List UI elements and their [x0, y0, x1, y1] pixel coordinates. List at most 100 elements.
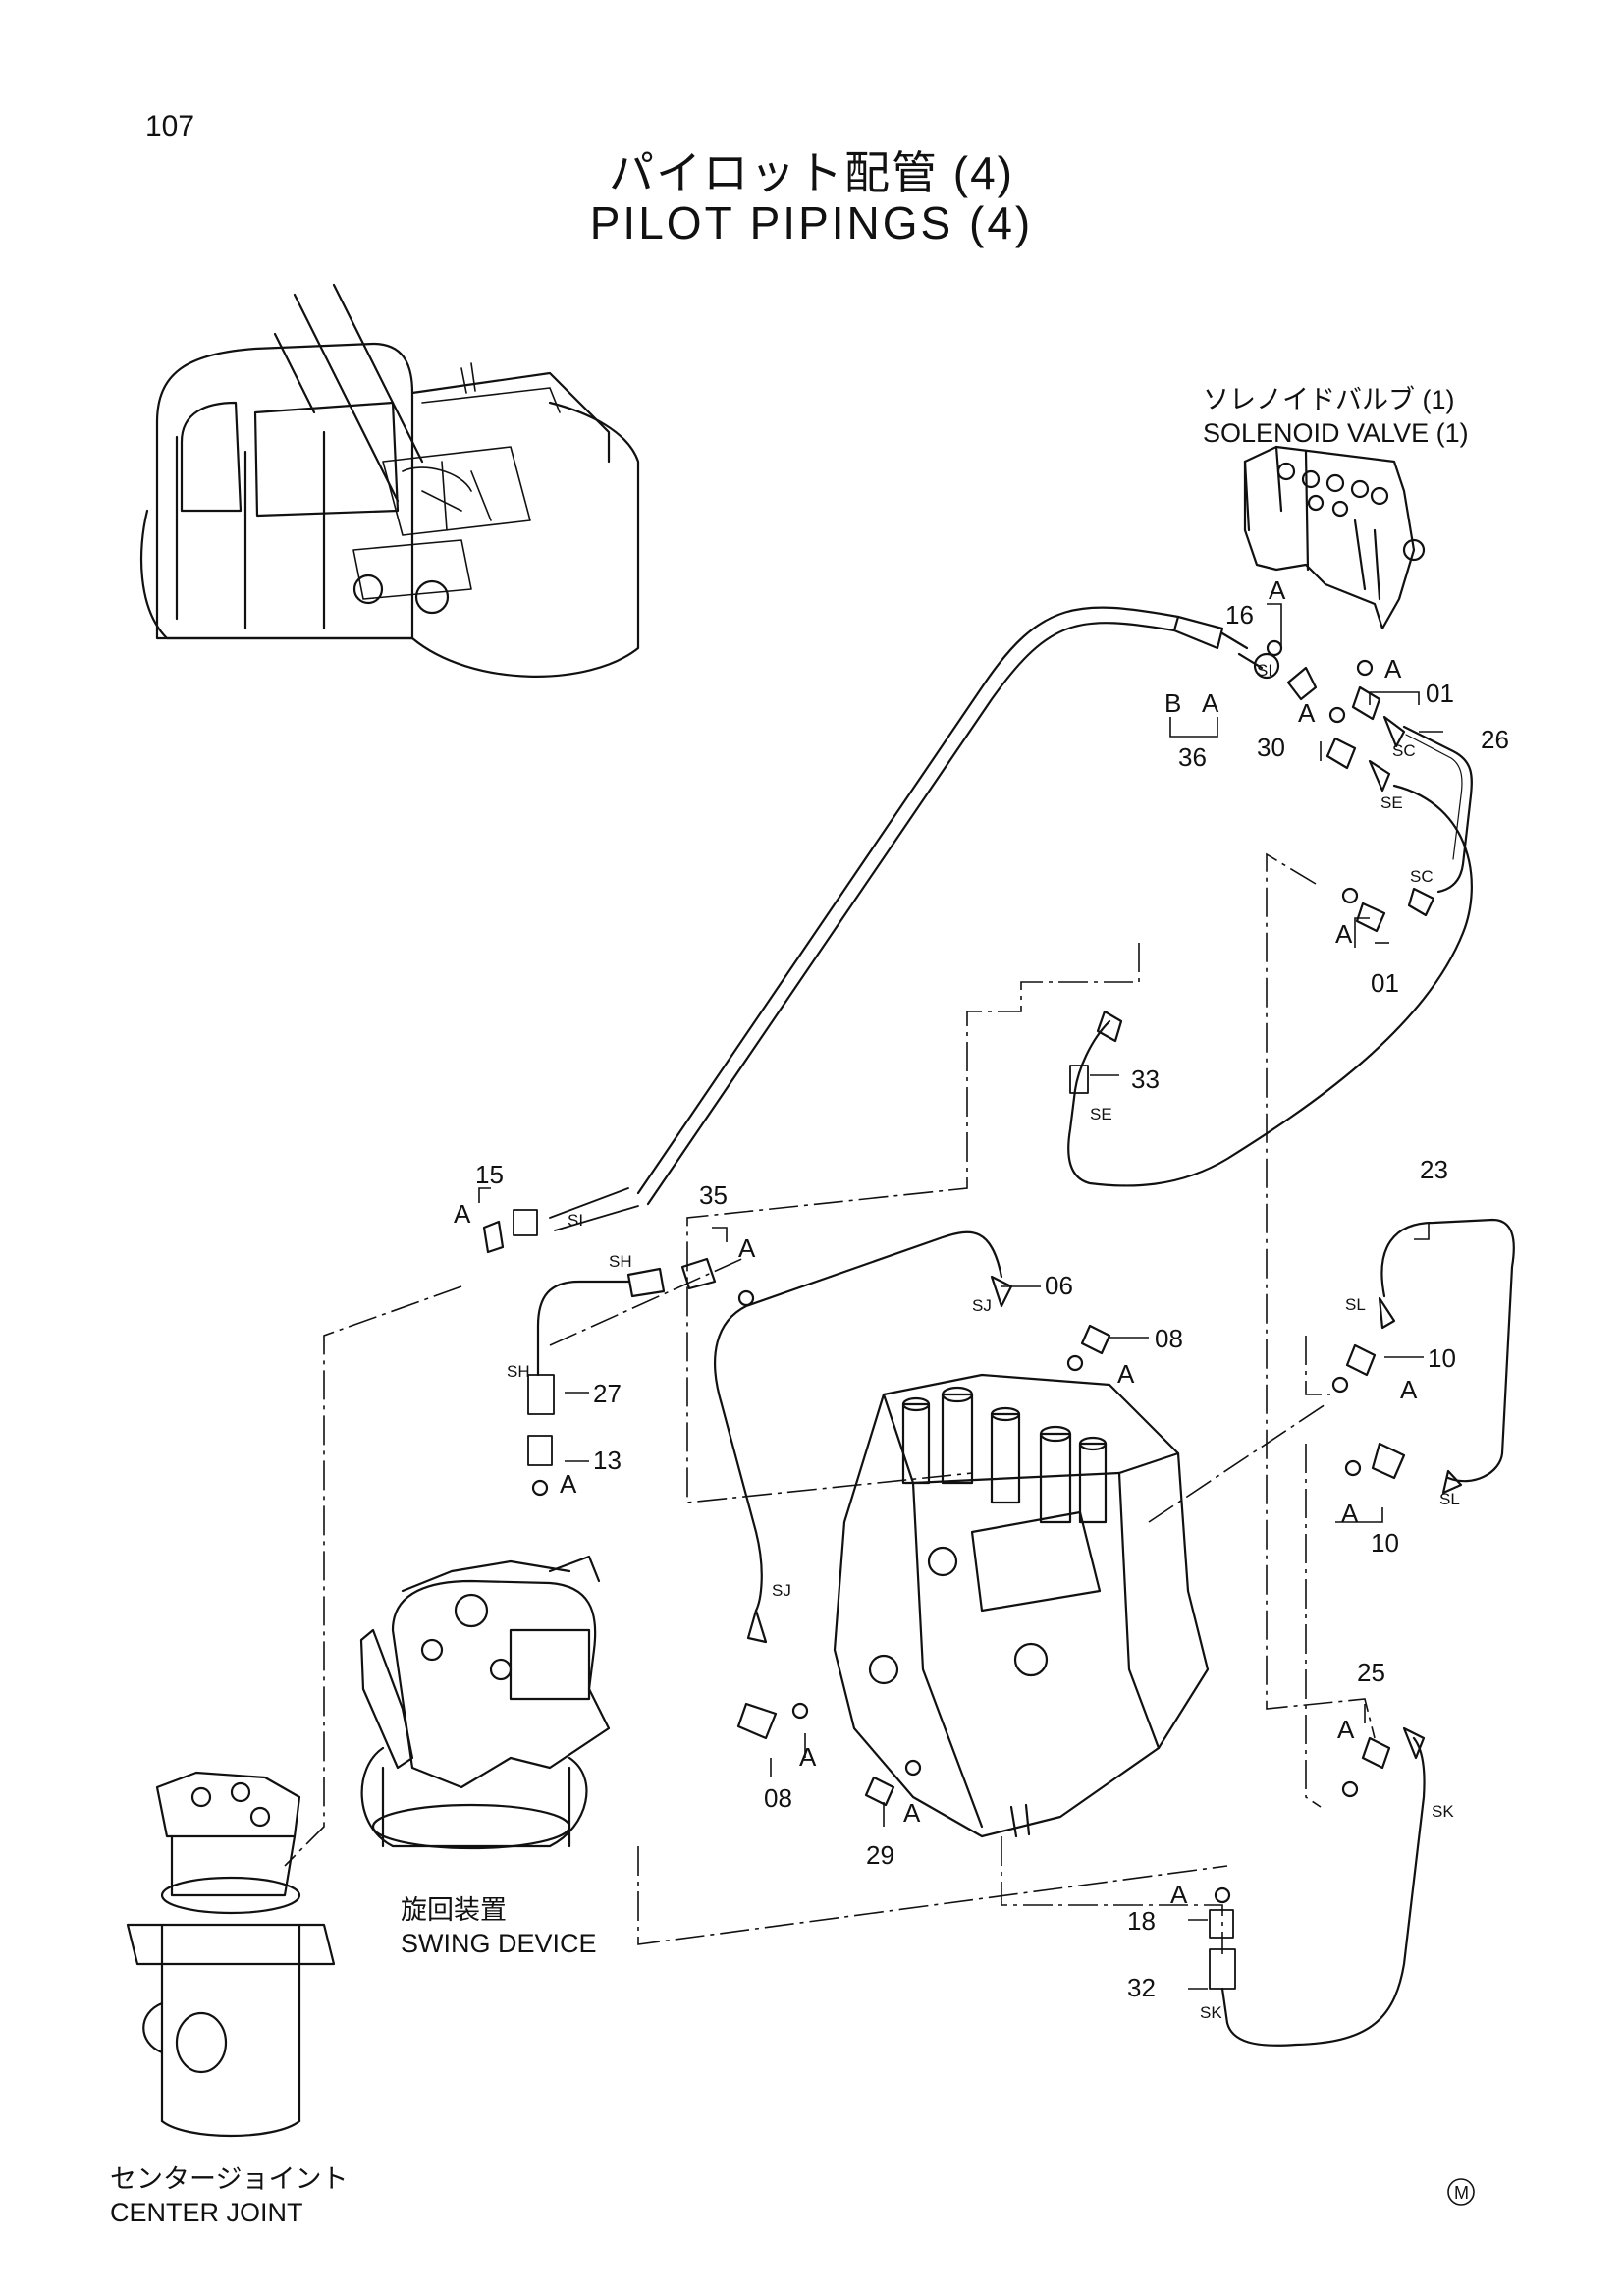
kit-letters: A A A B A A A A A A A A A A A A	[454, 575, 1418, 1909]
swing-device-label-en: SWING DEVICE	[401, 1929, 597, 1958]
pipe-26-inner	[1405, 734, 1463, 860]
o-ring-10b	[1344, 1459, 1362, 1477]
callout-33: 33	[1131, 1065, 1160, 1094]
solenoid-valve-label-en: SOLENOID VALVE (1)	[1203, 418, 1469, 448]
swing-device-label-jp: 旋回装置	[401, 1895, 507, 1925]
pipe-06	[714, 1230, 1003, 1613]
kit-letter-a: A	[1341, 1499, 1359, 1528]
adapter-15	[482, 1220, 505, 1254]
page-title-japanese: パイロット配管 (4)	[609, 147, 1014, 198]
fitting-32	[1209, 1948, 1236, 1990]
nut-23-sl2	[1441, 1469, 1463, 1495]
connection-guide-lines	[284, 852, 1376, 1954]
callout-25: 25	[1357, 1658, 1385, 1687]
elbow-10b	[1371, 1442, 1406, 1480]
page-number: 107	[145, 110, 195, 142]
code-sk: SK	[1200, 2003, 1222, 2022]
callout-27: 27	[593, 1379, 622, 1408]
fitting-01b	[1355, 902, 1386, 933]
nut-se	[1368, 759, 1391, 793]
m-mark-letter: M	[1454, 2183, 1469, 2203]
pipe-kit-sk	[1220, 1736, 1426, 2047]
o-ring-16	[1266, 639, 1283, 657]
o-ring-10a	[1331, 1376, 1349, 1394]
kit-letter-a: A	[1269, 575, 1286, 605]
kit-letter-a: A	[1117, 1359, 1135, 1389]
fitting-29	[864, 1776, 895, 1807]
nut-sk	[1402, 1726, 1426, 1760]
callout-36: 36	[1178, 742, 1207, 772]
elbow-33	[1096, 1010, 1123, 1043]
callout-32: 32	[1127, 1973, 1156, 2002]
solenoid-valve-label: ソレノイドバルブ (1) SOLENOID VALVE (1)	[1203, 383, 1469, 450]
callout-06: 06	[1045, 1271, 1073, 1300]
callout-29: 29	[866, 1840, 894, 1870]
fitting-30	[1325, 737, 1357, 770]
kit-letter-a: A	[1335, 919, 1353, 949]
kit-letter-a: A	[1337, 1715, 1355, 1744]
kit-letter-a: A	[903, 1798, 921, 1828]
control-valve-illustration	[833, 1373, 1210, 1838]
page-title-english: PILOT PIPINGS (4)	[589, 197, 1034, 248]
callout-01-upper: 01	[1426, 679, 1454, 708]
m-mark-circle	[1447, 2178, 1475, 2206]
o-ring-13	[531, 1479, 549, 1497]
fitting-01a	[1351, 685, 1381, 721]
callout-35: 35	[699, 1180, 728, 1210]
o-ring-18	[1214, 1886, 1231, 1904]
kit-letter-a: A	[738, 1233, 756, 1263]
code-si: SI	[1257, 661, 1272, 680]
callout-30: 30	[1257, 733, 1285, 762]
kit-letter-a: A	[1384, 654, 1402, 683]
nut-06	[990, 1275, 1013, 1308]
callout-16: 16	[1225, 600, 1254, 629]
o-ring-01a	[1356, 659, 1374, 677]
o-ring-25	[1341, 1780, 1359, 1798]
fitting-08a	[1080, 1324, 1111, 1355]
solenoid-valve-illustration	[1243, 445, 1426, 630]
callout-13: 13	[593, 1446, 622, 1475]
excavator-overview-illustration	[139, 283, 640, 678]
code-sc: SC	[1410, 867, 1434, 886]
callout-26: 26	[1481, 725, 1509, 754]
nut-26	[1382, 715, 1406, 748]
callout-18: 18	[1127, 1906, 1156, 1936]
fitting-13	[527, 1435, 553, 1466]
code-si: SI	[568, 1211, 583, 1230]
elbow-16	[1286, 666, 1318, 701]
center-joint-label: センタージョイント CENTER JOINT	[110, 2162, 348, 2229]
code-sk: SK	[1432, 1802, 1454, 1821]
kit-letter-b: B	[1164, 688, 1181, 718]
o-ring-01b	[1341, 887, 1359, 904]
code-sh: SH	[507, 1362, 530, 1381]
code-sc: SC	[1392, 741, 1416, 760]
code-se: SE	[1380, 793, 1403, 812]
callout-08-upper: 08	[1155, 1324, 1183, 1353]
elbow-08b	[736, 1702, 778, 1740]
pipe-26	[1402, 725, 1473, 894]
code-sj: SJ	[772, 1581, 791, 1600]
center-joint-illustration	[126, 1771, 336, 2138]
pipe-23	[1380, 1218, 1515, 1483]
hose-36	[549, 606, 1280, 1231]
fitting-35	[680, 1257, 717, 1290]
nut-sh	[626, 1267, 666, 1298]
fitting-10a	[1345, 1343, 1377, 1377]
callout-15: 15	[475, 1160, 504, 1189]
callout-numbers: 16 01 26 30 36 01 33 23 15 35 06 08 10 2…	[475, 600, 1509, 2002]
callout-08-lower: 08	[764, 1783, 792, 1813]
code-sj: SJ	[972, 1296, 992, 1315]
fitting-25	[1361, 1736, 1391, 1770]
swing-device-label: 旋回装置 SWING DEVICE	[401, 1893, 597, 1960]
code-sh: SH	[609, 1252, 632, 1271]
kit-letter-a: A	[1298, 698, 1316, 728]
fitting-15	[513, 1209, 538, 1236]
o-ring-29	[904, 1759, 922, 1777]
pipe-27	[536, 1280, 630, 1377]
kit-letter-a: A	[454, 1199, 471, 1229]
nut-sj	[746, 1609, 768, 1644]
callout-23: 23	[1420, 1155, 1448, 1184]
kit-letter-a: A	[1400, 1375, 1418, 1404]
fitting-33	[1069, 1065, 1089, 1094]
